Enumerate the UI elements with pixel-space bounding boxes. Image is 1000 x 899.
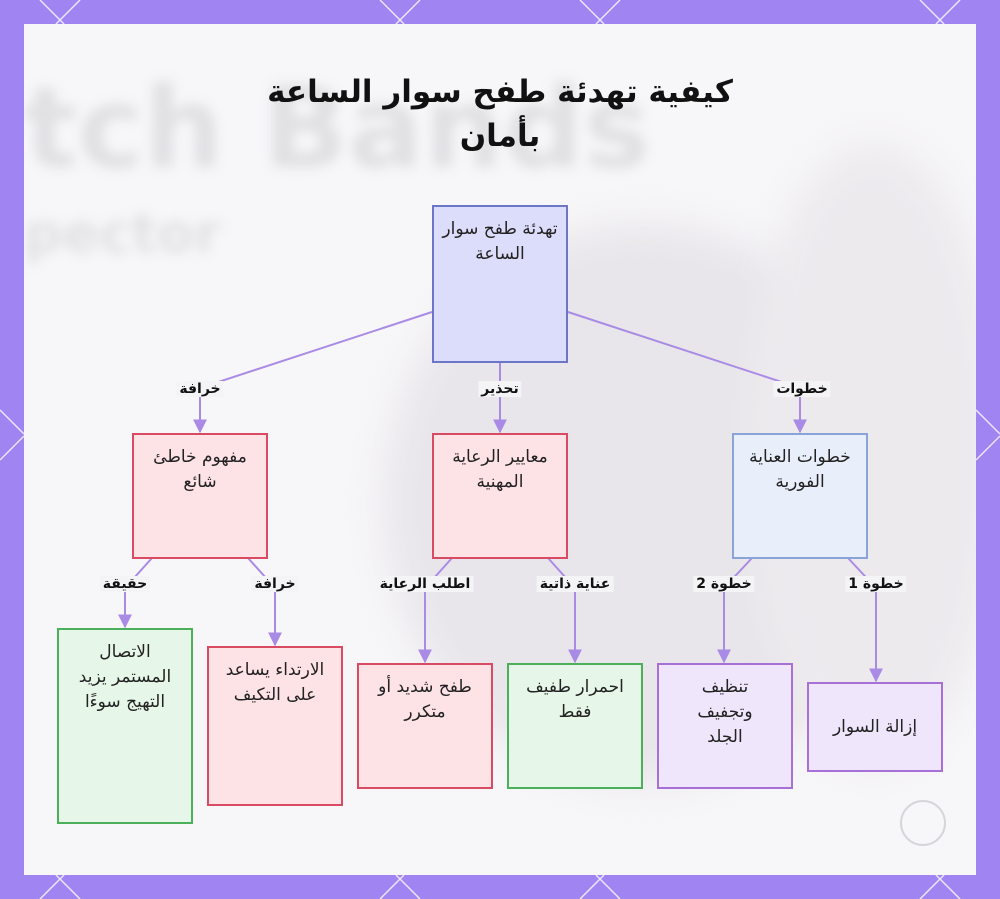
node-professional-care: معايير الرعاية المهنية (432, 433, 568, 559)
node-root-label: تهدئة طفح سوار الساعة (442, 219, 558, 264)
edge-step2 (717, 557, 753, 664)
node-immediate-care-label: خطوات العناية الفورية (749, 447, 851, 492)
node-remove-band-label: إزالة السوار (832, 716, 918, 737)
edge-root-steps (567, 311, 807, 434)
node-severe-rash-label: طفح شديد أو متكرر (378, 677, 472, 722)
edge-label-steps: خطوات (773, 381, 831, 397)
background-text-subtitle: pector (24, 202, 221, 265)
node-clean-dry-label: تنظيف وتجفيف الجلد (697, 677, 753, 747)
edge-root-myth (193, 311, 433, 434)
edge-label-step2: خطوة 2 (693, 576, 755, 592)
node-misconception-label: مفهوم خاطئ شائع (153, 447, 247, 492)
edge-label-warning: تحذير (478, 381, 522, 397)
node-root: تهدئة طفح سوار الساعة (432, 205, 568, 363)
edge-myth (247, 557, 282, 647)
edge-seek-care (418, 557, 453, 664)
edge-label-myth-top: خرافة (176, 381, 224, 397)
node-mild-redness: احمرار طفيف فقط (507, 663, 643, 789)
node-wearing-helps-label: الارتداء يساعد على التكيف (225, 660, 325, 705)
edge-label-myth: خرافة (251, 576, 299, 592)
node-professional-care-label: معايير الرعاية المهنية (452, 447, 548, 492)
node-misconception: مفهوم خاطئ شائع (132, 433, 268, 559)
background-text-title: tch Bands (24, 64, 651, 194)
edge-self-care (547, 557, 582, 664)
node-mild-redness-label: احمرار طفيف فقط (526, 677, 624, 722)
diagram-title: كيفية تهدئة طفح سوار الساعة بأمان (267, 74, 733, 154)
watermark-logo (900, 800, 946, 846)
edge-label-step1: خطوة 1 (845, 576, 907, 592)
edge-label-self-care: عناية ذاتية (536, 576, 614, 592)
node-remove-band: إزالة السوار (807, 682, 943, 772)
edge-label-fact: حقيقة (99, 576, 151, 592)
node-wearing-helps: الارتداء يساعد على التكيف (207, 646, 343, 806)
edge-fact (118, 557, 153, 629)
node-continuous-contact: الاتصال المستمر يزيد التهيج سوءًا (57, 628, 193, 824)
node-severe-rash: طفح شديد أو متكرر (357, 663, 493, 789)
edge-label-seek-care: اطلب الرعاية (376, 576, 474, 592)
node-clean-dry: تنظيف وتجفيف الجلد (657, 663, 793, 789)
node-immediate-care: خطوات العناية الفورية (732, 433, 868, 559)
node-continuous-contact-label: الاتصال المستمر يزيد التهيج سوءًا (78, 642, 172, 712)
